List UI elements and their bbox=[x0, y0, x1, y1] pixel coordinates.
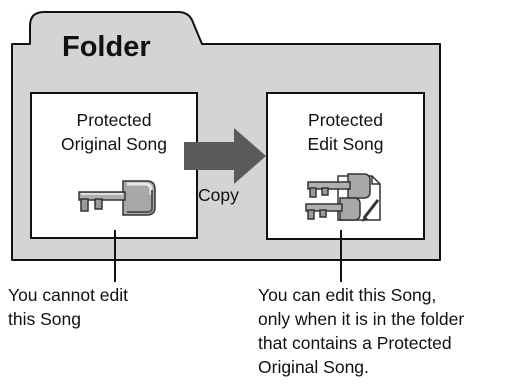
key-icon bbox=[78, 180, 156, 216]
callout-cannot-edit: You cannot edit this Song bbox=[8, 283, 128, 331]
callout-right-line-4: Original Song. bbox=[258, 357, 369, 377]
callout-line-left bbox=[114, 230, 116, 282]
folder-title: Folder bbox=[62, 31, 151, 63]
copy-arrow-icon bbox=[184, 128, 266, 184]
edit-song-label: Protected Edit Song bbox=[268, 108, 423, 156]
callout-right-line-3: that contains a Protected bbox=[258, 333, 452, 353]
original-song-label: Protected Original Song bbox=[32, 108, 196, 156]
callout-can-edit: You can edit this Song, only when it is … bbox=[258, 283, 464, 379]
callout-right-line-2: only when it is in the folder bbox=[258, 309, 465, 329]
callout-line-right bbox=[340, 230, 342, 282]
key-edit-icon bbox=[305, 173, 381, 222]
callout-left-line-2: this Song bbox=[8, 309, 81, 329]
copy-label: Copy bbox=[198, 185, 239, 205]
original-song-box: Protected Original Song bbox=[30, 92, 198, 239]
callout-left-line-1: You cannot edit bbox=[8, 285, 129, 305]
original-song-label-line-2: Original Song bbox=[60, 134, 168, 154]
edit-song-label-line-2: Edit Song bbox=[307, 134, 384, 154]
callout-right-line-1: You can edit this Song, bbox=[258, 285, 437, 305]
edit-song-label-line-1: Protected bbox=[308, 110, 383, 130]
edit-song-box: Protected Edit Song bbox=[266, 92, 425, 240]
original-song-label-line-1: Protected bbox=[76, 110, 152, 130]
